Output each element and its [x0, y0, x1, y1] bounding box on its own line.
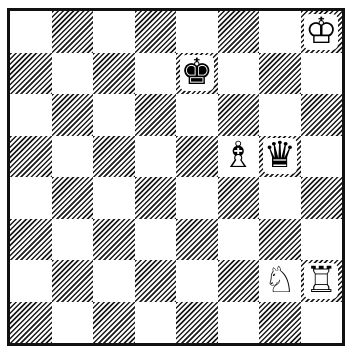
- queen-piece-g5[interactable]: ♛: [259, 136, 301, 178]
- square-h4[interactable]: [301, 177, 343, 219]
- square-c1[interactable]: [93, 302, 135, 344]
- square-b2[interactable]: [52, 260, 94, 302]
- square-d6[interactable]: [135, 94, 177, 136]
- square-c2[interactable]: [93, 260, 135, 302]
- square-b8[interactable]: [52, 11, 94, 53]
- square-a3[interactable]: [10, 219, 52, 261]
- square-f2[interactable]: [218, 260, 260, 302]
- white-knight-icon: ♘: [263, 263, 297, 299]
- square-c8[interactable]: [93, 11, 135, 53]
- square-e4[interactable]: [176, 177, 218, 219]
- square-d7[interactable]: [135, 53, 177, 95]
- square-f7[interactable]: [218, 53, 260, 95]
- square-b3[interactable]: [52, 219, 94, 261]
- square-e8[interactable]: [176, 11, 218, 53]
- square-e5[interactable]: [176, 136, 218, 178]
- chess-board: ♔ ♚ ♗♛ ♘♖: [10, 11, 342, 343]
- square-h1[interactable]: [301, 302, 343, 344]
- square-e2[interactable]: [176, 260, 218, 302]
- square-g4[interactable]: [259, 177, 301, 219]
- square-c5[interactable]: [93, 136, 135, 178]
- square-f4[interactable]: [218, 177, 260, 219]
- square-h6[interactable]: [301, 94, 343, 136]
- black-king-icon: ♚: [180, 55, 214, 91]
- square-c6[interactable]: [93, 94, 135, 136]
- square-h3[interactable]: [301, 219, 343, 261]
- knight-piece-g2[interactable]: ♘: [259, 260, 301, 302]
- king-piece-e7[interactable]: ♚: [176, 53, 218, 95]
- square-d5[interactable]: [135, 136, 177, 178]
- square-a8[interactable]: [10, 11, 52, 53]
- square-f1[interactable]: [218, 302, 260, 344]
- square-b5[interactable]: [52, 136, 94, 178]
- square-b6[interactable]: [52, 94, 94, 136]
- square-c4[interactable]: [93, 177, 135, 219]
- square-d3[interactable]: [135, 219, 177, 261]
- square-g3[interactable]: [259, 219, 301, 261]
- square-a4[interactable]: [10, 177, 52, 219]
- square-c7[interactable]: [93, 53, 135, 95]
- square-e6[interactable]: [176, 94, 218, 136]
- black-queen-icon: ♛: [263, 138, 297, 174]
- square-e1[interactable]: [176, 302, 218, 344]
- square-f3[interactable]: [218, 219, 260, 261]
- square-d8[interactable]: [135, 11, 177, 53]
- square-a6[interactable]: [10, 94, 52, 136]
- bishop-piece-f5[interactable]: ♗: [218, 136, 260, 178]
- square-a7[interactable]: [10, 53, 52, 95]
- square-c3[interactable]: [93, 219, 135, 261]
- square-e3[interactable]: [176, 219, 218, 261]
- square-a1[interactable]: [10, 302, 52, 344]
- square-b1[interactable]: [52, 302, 94, 344]
- square-g8[interactable]: [259, 11, 301, 53]
- square-a5[interactable]: [10, 136, 52, 178]
- square-g7[interactable]: [259, 53, 301, 95]
- square-b4[interactable]: [52, 177, 94, 219]
- square-g1[interactable]: [259, 302, 301, 344]
- white-bishop-icon: ♗: [221, 138, 255, 174]
- white-king-icon: ♔: [304, 14, 338, 50]
- rook-piece-h2[interactable]: ♖: [301, 260, 343, 302]
- square-g6[interactable]: [259, 94, 301, 136]
- chess-board-frame: ♔ ♚ ♗♛ ♘♖: [7, 8, 345, 346]
- square-h7[interactable]: [301, 53, 343, 95]
- square-h5[interactable]: [301, 136, 343, 178]
- square-a2[interactable]: [10, 260, 52, 302]
- square-f6[interactable]: [218, 94, 260, 136]
- square-d2[interactable]: [135, 260, 177, 302]
- white-rook-icon: ♖: [304, 263, 338, 299]
- king-piece-h8[interactable]: ♔: [301, 11, 343, 53]
- square-b7[interactable]: [52, 53, 94, 95]
- square-d1[interactable]: [135, 302, 177, 344]
- square-f8[interactable]: [218, 11, 260, 53]
- square-d4[interactable]: [135, 177, 177, 219]
